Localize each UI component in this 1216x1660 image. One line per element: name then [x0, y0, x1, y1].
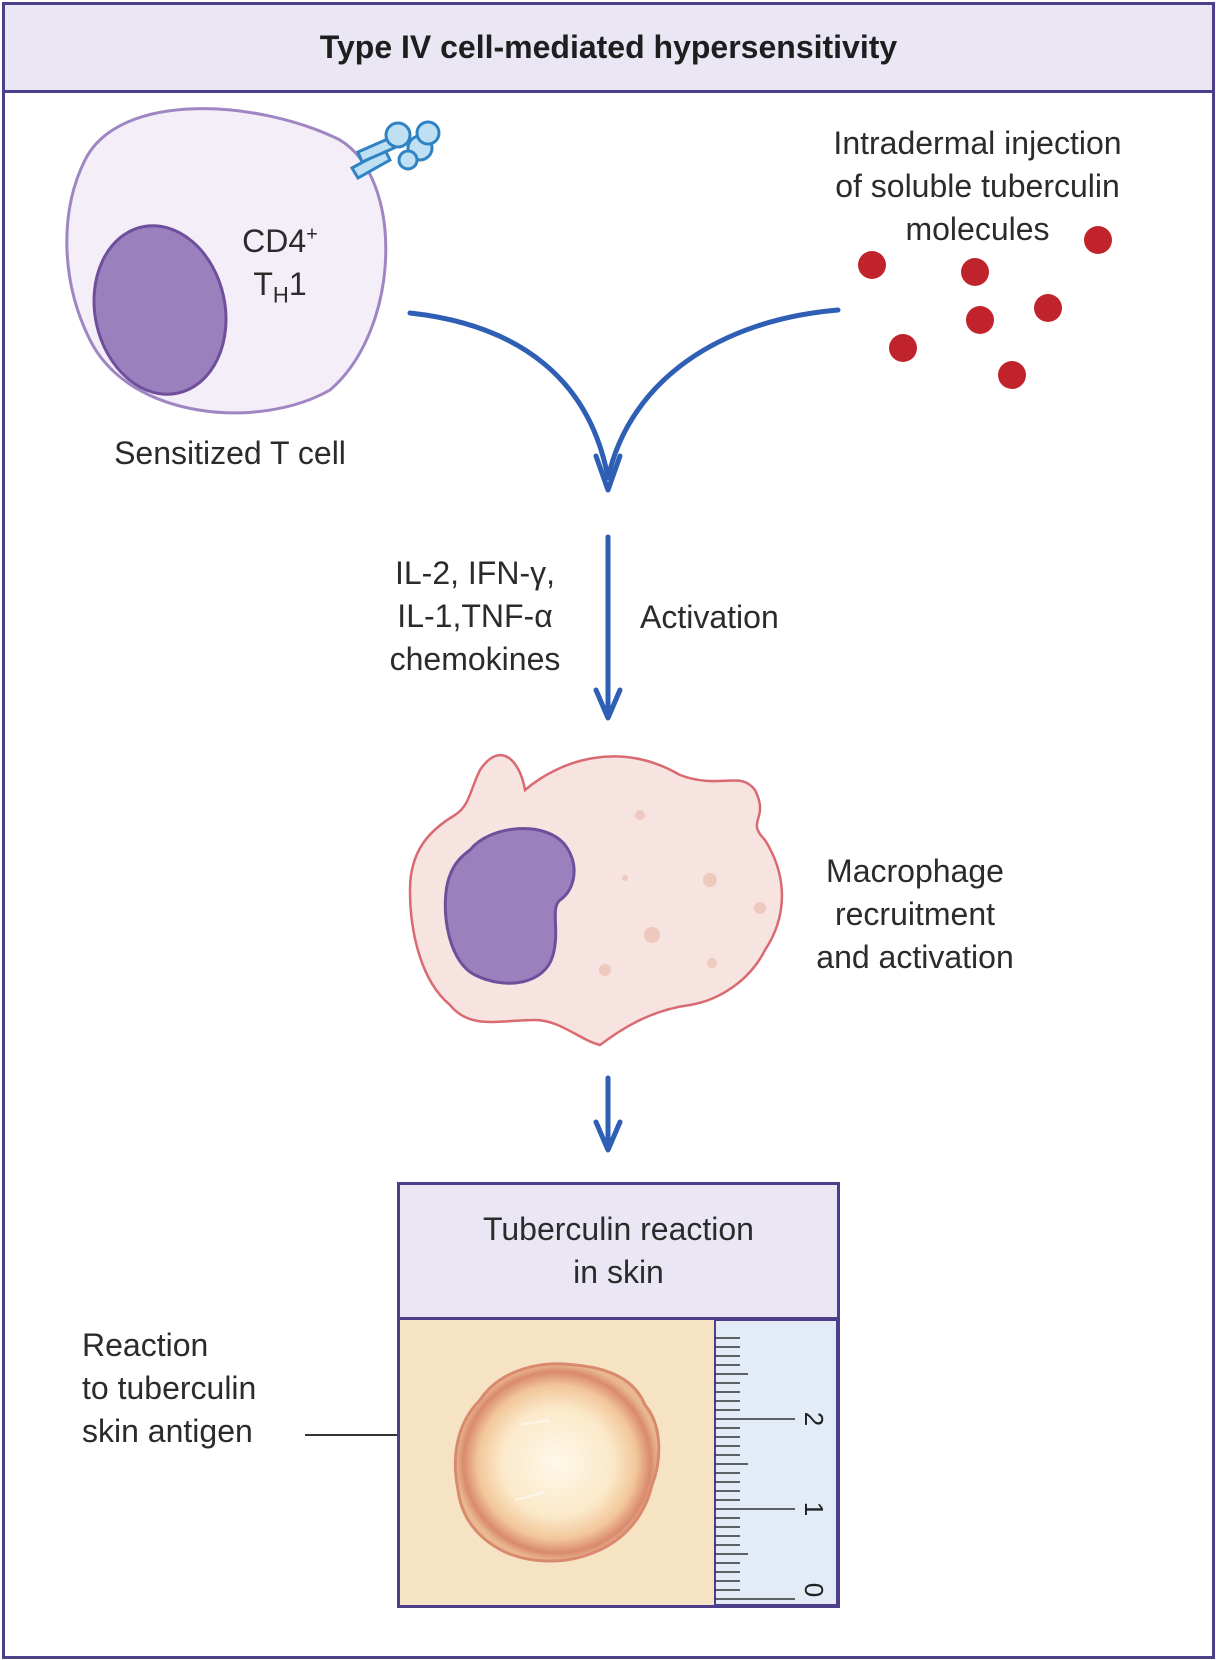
tuberculin-dot: [1034, 294, 1062, 322]
skin-reaction-wheal: [453, 1362, 661, 1563]
arrowhead-converge: [593, 453, 623, 493]
tuberculin-title-line: in skin: [573, 1254, 664, 1290]
macrophage-line: recruitment: [834, 896, 996, 932]
arrow-from-tuberculin: [605, 307, 841, 481]
macrophage-line: and activation: [816, 939, 1014, 975]
cd4-text: CD4: [242, 223, 307, 259]
th-number: 1: [288, 266, 307, 302]
ruler-label-2: 2: [799, 1412, 829, 1426]
reaction-label: Reaction to tuberculin skin antigen: [82, 1324, 312, 1453]
th-text: T: [253, 266, 273, 302]
t-cell-label: CD4+ TH1: [205, 220, 355, 306]
cytokines-line: IL-2, IFN-γ,: [394, 555, 555, 591]
cytokines-line: chemokines: [389, 641, 561, 677]
tuberculin-reaction-box: Tuberculin reaction in skin: [397, 1182, 840, 1608]
injection-line: molecules: [905, 211, 1050, 247]
macrophage-line: Macrophage: [826, 853, 1004, 889]
tuberculin-box-header: Tuberculin reaction in skin: [400, 1185, 837, 1320]
t-cell-receptor-icon: [349, 120, 441, 181]
macrophage: [408, 754, 784, 1047]
cd4-sup: +: [306, 223, 318, 246]
tuberculin-title-line: Tuberculin reaction: [483, 1211, 754, 1247]
reaction-line: to tuberculin: [82, 1370, 257, 1406]
t-cell: [65, 107, 388, 415]
title-bar: Type IV cell-mediated hypersensitivity: [5, 5, 1212, 93]
ruler-label-0: 0: [799, 1583, 829, 1597]
reaction-line: skin antigen: [82, 1413, 253, 1449]
tuberculin-dot: [889, 334, 917, 362]
th-subscript: H: [272, 282, 289, 308]
tuberculin-dot: [966, 306, 994, 334]
activation-label: Activation: [640, 599, 779, 635]
tuberculin-dot: [1084, 226, 1112, 254]
arrow-from-t-cell: [407, 310, 611, 481]
recruitment-arrow: [593, 1075, 623, 1153]
macrophage-granules: [599, 810, 766, 976]
t-cell-caption: Sensitized T cell: [114, 435, 346, 471]
cytokines-label: IL-2, IFN-γ, IL-1,TNF-α chemokines: [355, 552, 595, 681]
t-cell-nucleus: [92, 224, 228, 396]
macrophage-label: Macrophage recruitment and activation: [795, 850, 1035, 979]
measurement-ruler: 2 1 0: [714, 1320, 837, 1605]
activation-arrow: [593, 534, 623, 721]
tuberculin-dot: [961, 258, 989, 286]
ruler-label-1: 1: [799, 1502, 829, 1516]
tuberculin-dot: [998, 361, 1026, 389]
injection-line: Intradermal injection: [833, 125, 1122, 161]
cytokines-line: IL-1,TNF-α: [397, 598, 553, 634]
injection-label: Intradermal injection of soluble tubercu…: [780, 122, 1175, 251]
tuberculin-molecules: [858, 226, 1112, 389]
converging-arrows: [407, 307, 841, 493]
skin-panel: 2 1 0: [400, 1320, 837, 1605]
injection-line: of soluble tuberculin: [835, 168, 1120, 204]
tuberculin-dot: [858, 251, 886, 279]
diagram-title: Type IV cell-mediated hypersensitivity: [319, 29, 898, 65]
reaction-line: Reaction: [82, 1327, 209, 1363]
macrophage-nucleus: [443, 827, 576, 985]
